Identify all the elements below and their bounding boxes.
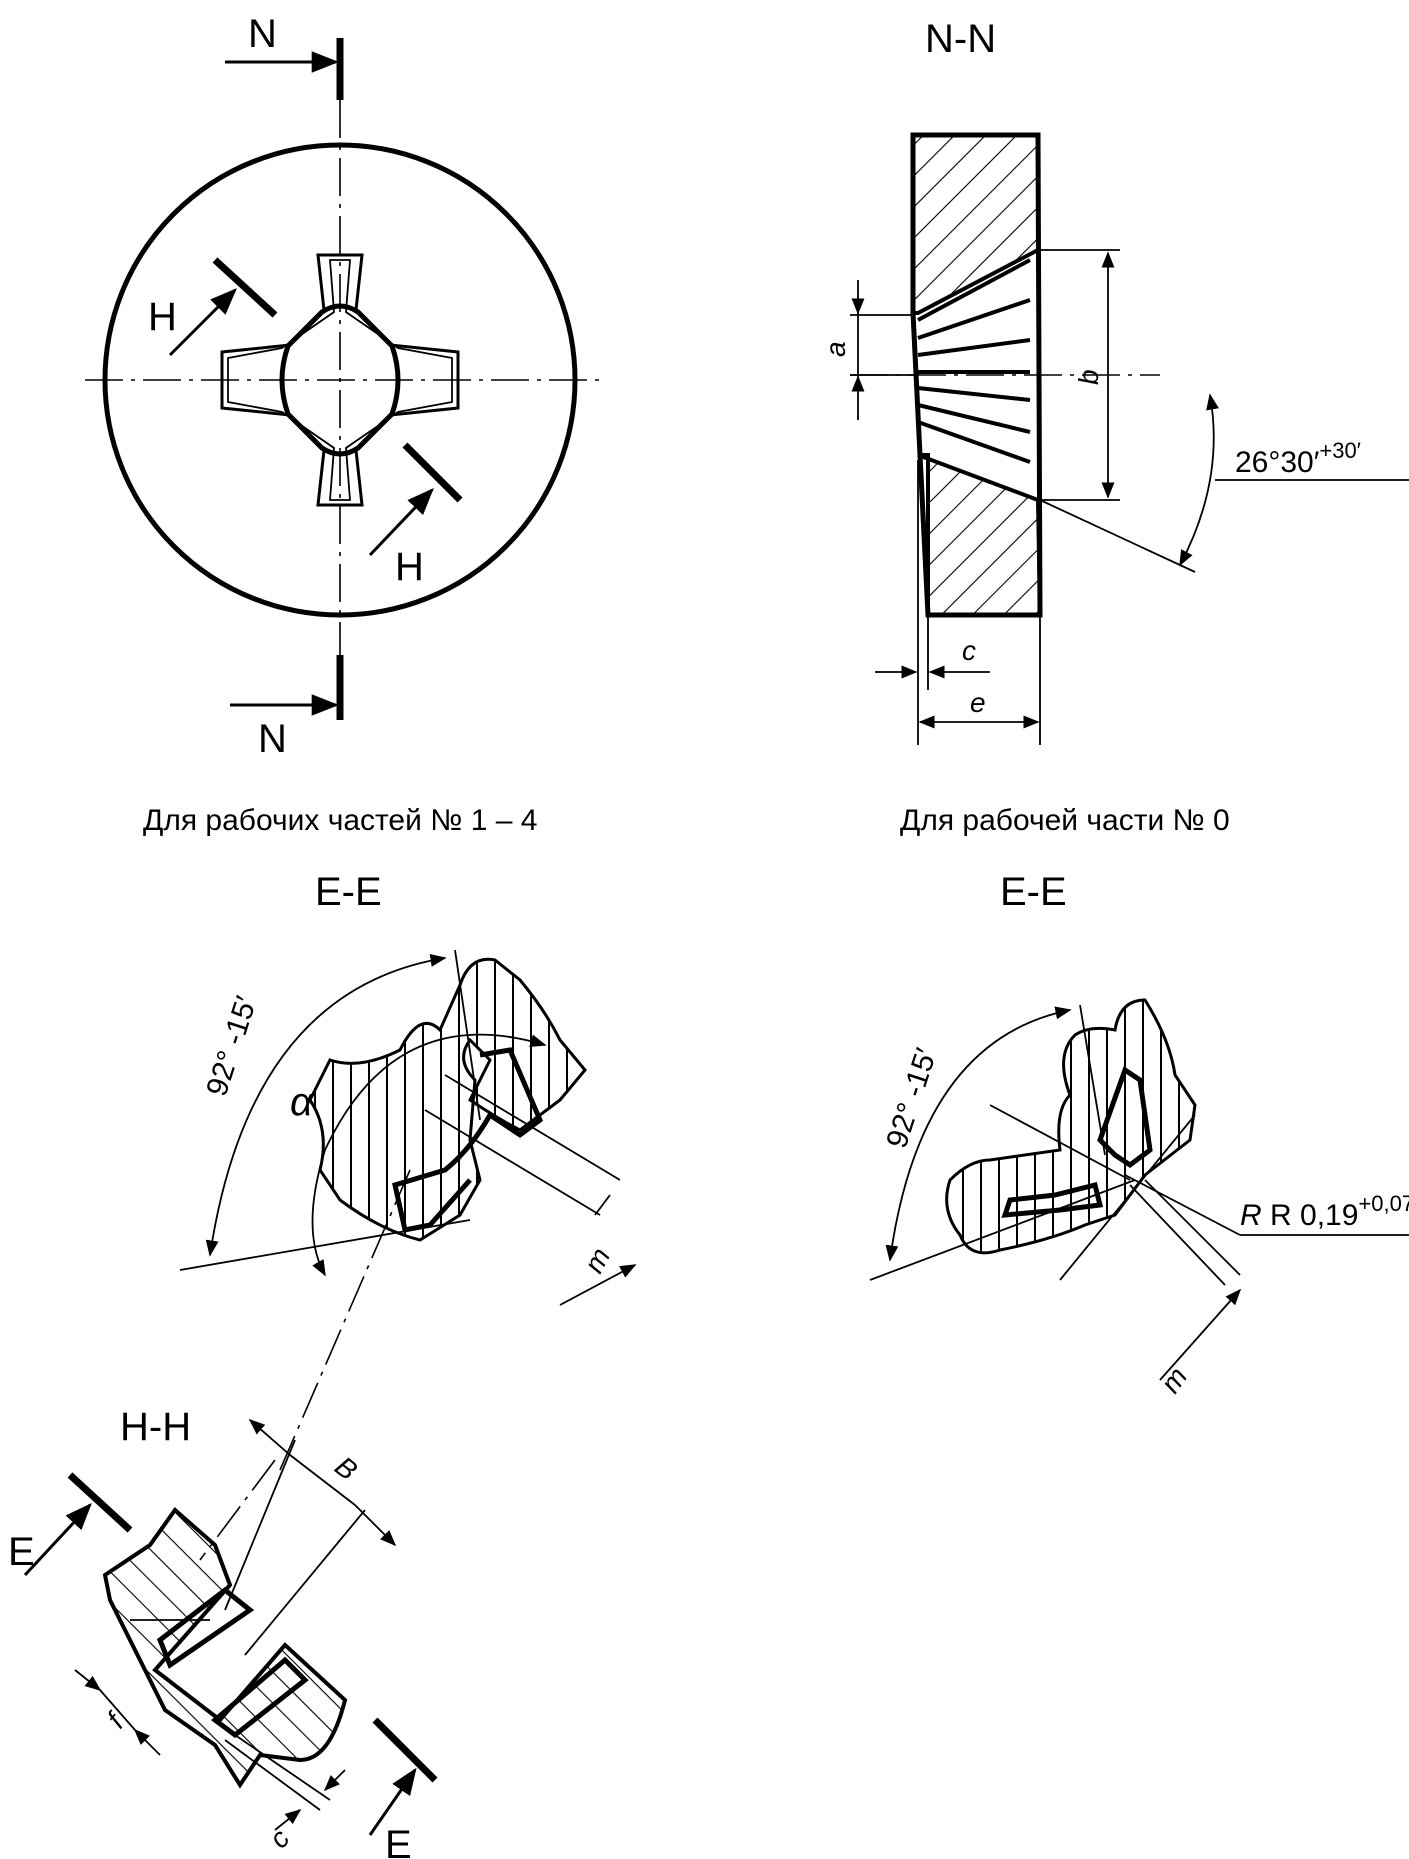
dim-m-right: m <box>1155 1362 1194 1399</box>
dim-c: c <box>962 635 976 666</box>
angle-92-right: 92° -15′ <box>880 1044 943 1152</box>
hatched-hh <box>102 1507 348 1789</box>
cut-arrow-h1 <box>168 288 237 357</box>
alpha-arc <box>311 1033 547 1277</box>
title-nn: N-N <box>925 17 996 61</box>
label-h1: H <box>148 295 177 339</box>
cut-arrow-h2 <box>368 488 434 557</box>
cut-mark-h1 <box>212 257 278 318</box>
angle-92-left: 92° -15′ <box>200 992 263 1100</box>
hatched-lower <box>917 453 1043 617</box>
dim-c-hh: c <box>263 1823 296 1854</box>
cut-mark-e2 <box>372 1717 438 1783</box>
angle-92-arc-right <box>885 1006 1072 1262</box>
caption-part-0: Для рабочей части № 0 <box>900 804 1230 837</box>
label-e1: E <box>8 1530 35 1574</box>
label-n-bottom: N <box>258 717 287 761</box>
label-n-top: N <box>248 12 277 56</box>
caption-parts-1-4: Для рабочих частей № 1 – 4 <box>143 804 537 837</box>
radius-label: R R 0,19+0,07 <box>1240 1191 1409 1232</box>
cut-mark-e1 <box>67 1472 133 1533</box>
dim-a: a <box>820 341 851 357</box>
dim-m-left: m <box>578 1243 616 1278</box>
dim-b: b <box>1073 369 1104 385</box>
section-nn: N-N a b 26°30′+30′ <box>820 17 1409 837</box>
cross-recess-core <box>279 303 401 457</box>
angle-value: 26°30′+30′ <box>1235 438 1361 479</box>
section-ee-left: E-E 92° -15′ α m <box>179 870 637 1471</box>
title-ee-left: E-E <box>315 870 382 914</box>
dim-B: B <box>329 1450 363 1486</box>
recess-hh <box>156 1586 255 1669</box>
hatched-tip-left <box>308 957 587 1242</box>
cut-mark-h2 <box>402 442 463 503</box>
section-ee-right: E-E 92° -15′ R R 0,19+0,07 m <box>869 870 1409 1399</box>
recess-flutes <box>917 258 1031 464</box>
recess-slot-right <box>1097 1066 1153 1169</box>
angle-92-arc-left <box>205 953 447 1257</box>
plan-view: N N H H Для рабочих частей № 1 – 4 <box>85 12 600 837</box>
dim-e: e <box>970 687 986 718</box>
title-ee-right: E-E <box>1000 870 1067 914</box>
hatched-upper <box>911 133 1040 315</box>
title-hh: H-H <box>120 1405 191 1449</box>
label-h2: H <box>395 545 424 589</box>
angle-arc <box>1179 393 1219 567</box>
label-e2: E <box>385 1823 412 1859</box>
alpha-label: α <box>290 1080 314 1124</box>
section-hh: H-H B f c E E <box>8 1405 438 1859</box>
